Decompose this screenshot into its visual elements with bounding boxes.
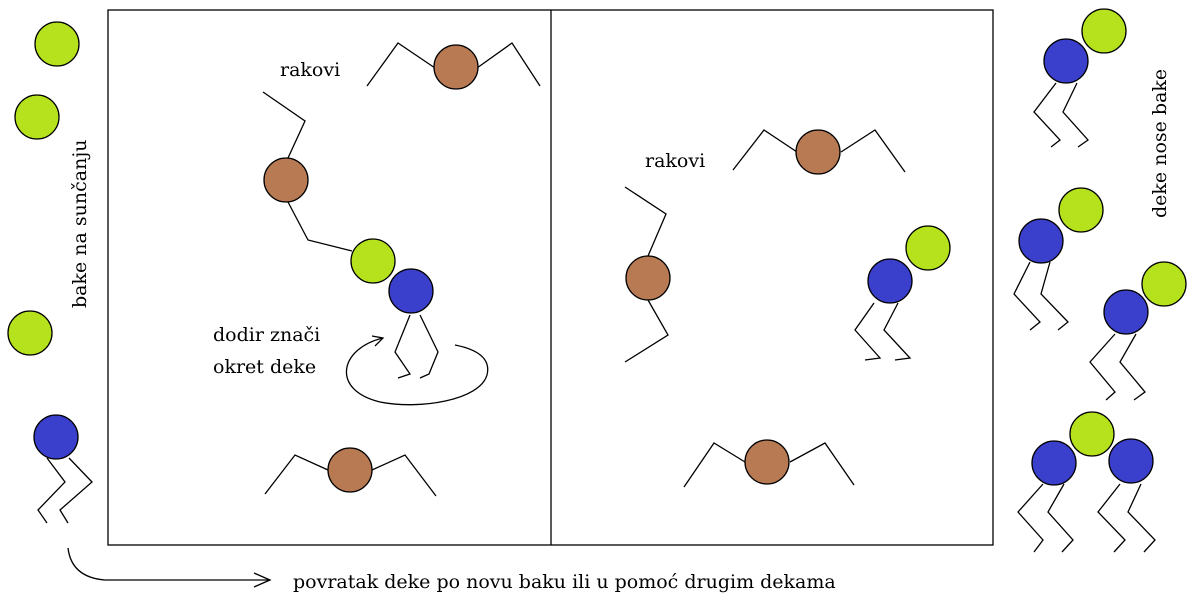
crab-right-top (732, 129, 906, 175)
crab-right-bottom (683, 439, 855, 488)
baka-circle (350, 238, 396, 284)
deke-holding-baka-right-field (854, 225, 951, 361)
label-rakovi-left: rakovi (280, 59, 340, 81)
crab-body (327, 447, 373, 493)
baka-circle (905, 225, 951, 271)
deka-circle (1018, 218, 1064, 264)
crab-body (433, 44, 479, 90)
deka-circle (33, 414, 79, 460)
deka-circle (1103, 289, 1149, 335)
turn-arrow (345, 335, 489, 406)
deke-holding-baka-tagged (350, 238, 439, 379)
crab-body (795, 129, 841, 175)
baka-circle (1081, 8, 1127, 54)
label-povratak: povratak deke po novu baku ili u pomoć d… (293, 571, 836, 593)
label-dodir-line1: dodir znači (213, 324, 320, 346)
playing-field (107, 9, 994, 546)
baka-circle (1058, 187, 1104, 233)
baka-circle (7, 310, 53, 356)
crab-body (744, 439, 790, 485)
baka-circle (1069, 411, 1115, 457)
baka-circle (34, 21, 80, 67)
bake-waiting (7, 21, 80, 356)
deka-circle (1108, 438, 1154, 484)
crab-left-bottom (264, 447, 437, 497)
crab-left-chain (262, 91, 353, 252)
deka-circle (1043, 38, 1089, 84)
return-arrow (67, 547, 272, 588)
deka-with-baka (1033, 8, 1127, 148)
deke-nose-bake-group (1013, 8, 1187, 553)
crab-body (625, 255, 671, 301)
deka-with-baka (1089, 261, 1187, 401)
label-bake-na-suncanju: bake na sunčanju (69, 140, 91, 308)
two-deke-with-baka (1017, 411, 1156, 553)
label-dodir-line2: okret deke (213, 356, 316, 378)
crab-left-top (366, 42, 541, 90)
label-rakovi-right: rakovi (645, 150, 705, 172)
baka-circle (14, 94, 60, 140)
deka-with-baka (1013, 187, 1104, 331)
deka-circle (867, 258, 913, 304)
baka-circle (1141, 261, 1187, 307)
crab-body (263, 157, 309, 203)
deka-circle (1031, 440, 1077, 486)
deka-circle (388, 268, 434, 314)
label-deke-nose-bake: deke nose bake (1149, 69, 1171, 218)
deka-returning (33, 414, 93, 524)
crab-right-side (624, 186, 671, 363)
